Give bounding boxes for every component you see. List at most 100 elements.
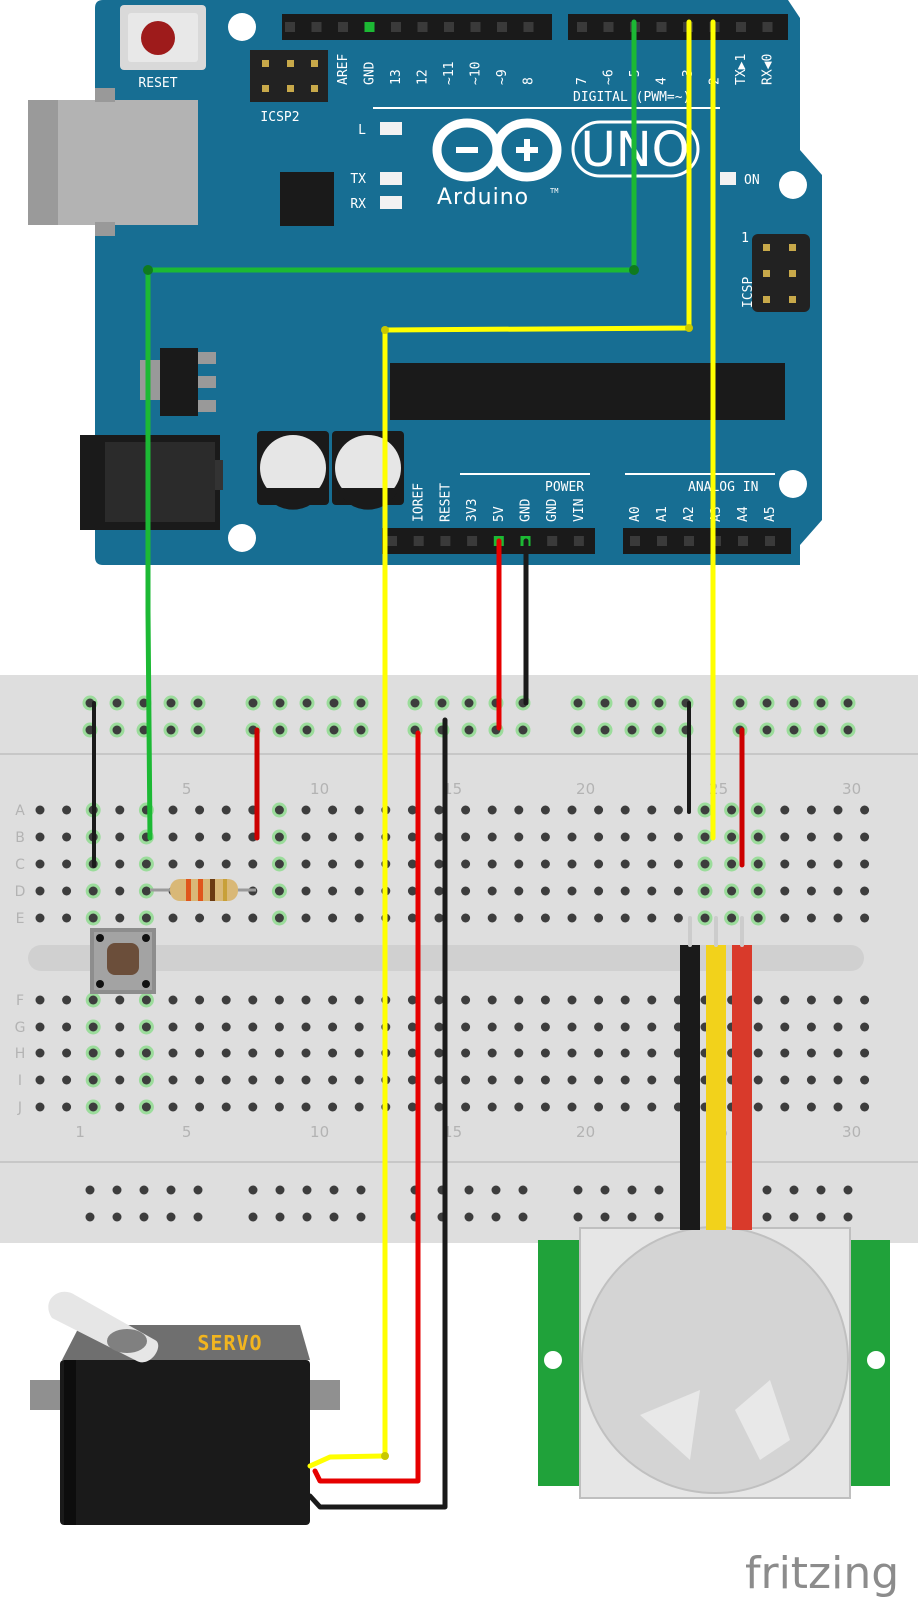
header-pin [444, 22, 454, 32]
resistor [150, 879, 256, 901]
atmega-chip [390, 363, 785, 420]
header-pin [523, 22, 534, 32]
servo-motor: SERVO [30, 1291, 340, 1525]
header-pin [547, 536, 558, 546]
digital-pin-label: 7 [575, 77, 590, 85]
voltage-regulator [140, 348, 216, 416]
column-number-bottom: 5 [182, 1123, 192, 1141]
mounting-hole [779, 171, 807, 199]
power-pin-label: GND [519, 498, 534, 522]
power-pin-label: RESET [438, 483, 453, 522]
wires [92, 19, 752, 1510]
row-letter: D [15, 884, 26, 900]
column-number-bottom: 15 [443, 1123, 462, 1141]
power-pin-label: GND [545, 498, 560, 522]
header-pin [630, 536, 640, 546]
row-letter: G [15, 1020, 26, 1036]
wire-yellow-servo [382, 19, 692, 1459]
digital-pin-label: TX▶1 [734, 54, 749, 85]
wire-red-servo [312, 730, 421, 1484]
digital-pin-label: ~10 [469, 62, 484, 85]
pir-lead-out [706, 945, 726, 1230]
row-letter: A [15, 803, 25, 819]
digital-pin-label: 4 [655, 77, 670, 85]
power-pin-label: 5V [492, 506, 507, 522]
header-pin [711, 536, 721, 546]
digital-pin-label: 8 [522, 77, 537, 85]
header-pin [470, 22, 481, 32]
digital-pin-label: 12 [416, 69, 431, 85]
column-number-bottom: 20 [576, 1123, 595, 1141]
reset-button[interactable] [120, 5, 206, 70]
row-letter: C [15, 857, 25, 873]
dc-power-jack [80, 435, 223, 530]
analog-pin-label: A4 [736, 506, 751, 522]
row-letter: H [15, 1046, 26, 1062]
row-letter: E [16, 911, 25, 927]
header-pin [338, 22, 348, 32]
digital-pin-label: RX◀0 [761, 54, 776, 85]
header-pin [311, 22, 322, 32]
led-l [380, 122, 402, 135]
column-number-bottom: 1 [75, 1123, 85, 1141]
usb-connector [28, 88, 198, 236]
row-letter: F [16, 993, 24, 1009]
led-tx-label: TX [350, 172, 366, 187]
arduino-logo [432, 118, 562, 182]
header-pin [736, 22, 746, 32]
analog-section-label: ANALOG IN [688, 480, 758, 495]
digital-pin-label: ~9 [495, 69, 510, 85]
wire-endpoints [143, 265, 693, 1460]
header-pin [762, 22, 773, 32]
usb-chip [280, 172, 334, 226]
capacitor [257, 431, 329, 510]
digital-header [282, 14, 788, 40]
header-pin [285, 22, 295, 32]
header-pin [413, 536, 424, 546]
led-l-label: L [358, 123, 366, 138]
mounting-hole [228, 524, 256, 552]
header-pin [364, 22, 375, 32]
led-tx [380, 172, 402, 185]
icsp2-header [250, 50, 328, 102]
column-number-top: 10 [310, 780, 329, 798]
header-pin [417, 22, 428, 32]
column-number-top: 5 [182, 780, 192, 798]
digital-pin-label: AREF [336, 54, 351, 85]
arduino-logo-text: Arduino [437, 185, 529, 210]
pir-lead-vcc [732, 945, 752, 1230]
mounting-hole [228, 13, 256, 41]
header-pin [467, 536, 478, 546]
led-rx [380, 196, 402, 209]
power-section-label: POWER [545, 480, 584, 495]
power-pin-label: VIN [572, 499, 587, 522]
header-pin [440, 536, 451, 546]
icsp-header [752, 234, 810, 312]
column-number-top: 30 [842, 780, 861, 798]
push-button[interactable] [90, 928, 156, 994]
header-pin [387, 536, 397, 546]
trademark: TM [550, 187, 558, 195]
digital-pin-label: ~11 [442, 62, 457, 85]
header-pin [391, 22, 401, 32]
icsp-pin1-label: 1 [741, 231, 749, 246]
digital-pin-label: GND [363, 61, 378, 85]
header-pin [603, 22, 614, 32]
power-pin-label: IOREF [412, 483, 427, 522]
analog-pin-label: A1 [655, 506, 670, 522]
digital-pin-label: 13 [389, 69, 404, 85]
column-number-bottom: 30 [842, 1123, 861, 1141]
icsp-label: ICSP [741, 277, 756, 308]
analog-header [623, 528, 791, 554]
fritzing-logo: fritzing [745, 1548, 899, 1599]
capacitor [332, 431, 404, 510]
header-pin [765, 536, 775, 546]
breadboard-holes [35, 695, 870, 1222]
arduino-uno-board: RESET ICSP2 [28, 0, 822, 565]
wire-black-servo [307, 717, 448, 1510]
row-letter: B [15, 830, 25, 846]
